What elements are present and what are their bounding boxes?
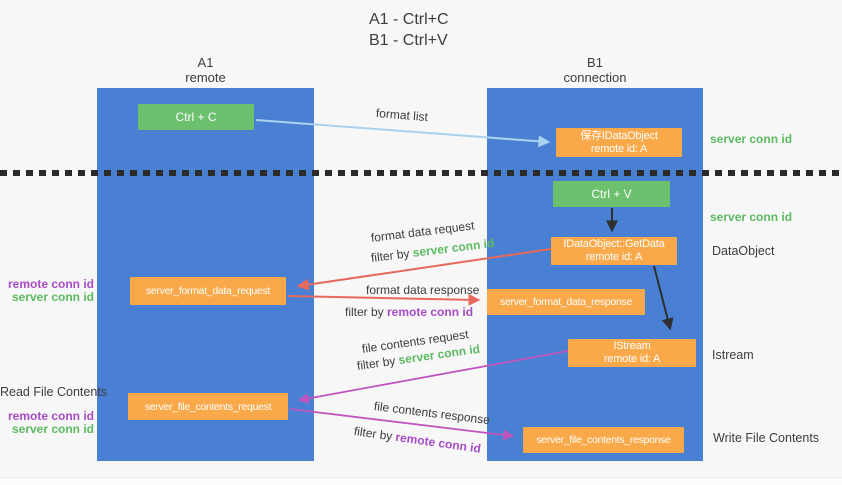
server-file-contents-request-node: server_file_contents_request bbox=[128, 393, 288, 420]
file-contents-request-arrow bbox=[297, 350, 569, 404]
idataobject-getdata-node: IDataObject::GetData remote id: A bbox=[551, 237, 677, 265]
format-response-filter-label: filter by remote conn id bbox=[345, 305, 473, 319]
remote-conn-id-annotation-2: remote conn id bbox=[7, 409, 94, 423]
filter-remote-conn-id-1: remote conn id bbox=[387, 305, 474, 319]
column-header-b1: B1 connection bbox=[487, 55, 703, 85]
format-list-arrow bbox=[255, 119, 551, 148]
title-line-1: A1 - Ctrl+C bbox=[369, 11, 449, 28]
column-header-a1: A1 remote bbox=[97, 55, 314, 85]
diagram-title: A1 - Ctrl+C B1 - Ctrl+V bbox=[369, 9, 449, 51]
save-idataobject-line1: 保存IDataObject bbox=[580, 129, 658, 142]
column-b1-subtitle: connection bbox=[563, 70, 627, 85]
getdata-line2: remote id: A bbox=[585, 251, 643, 263]
column-b1-name: B1 bbox=[587, 55, 603, 70]
save-idataobject-line2: remote id: A bbox=[590, 142, 648, 155]
server-conn-id-annotation-top: server conn id bbox=[710, 132, 793, 146]
column-a1-name: A1 bbox=[197, 55, 214, 70]
remote-conn-id-annotation-1: remote conn id bbox=[7, 277, 94, 291]
format-request-conn-ids: remote conn id server conn id bbox=[0, 278, 94, 304]
file-request-annotations: Read File Contents remote conn id server… bbox=[0, 385, 108, 436]
server-file-contents-request-label: server_file_contents_request bbox=[144, 400, 272, 413]
format-data-request-arrow bbox=[296, 248, 552, 291]
save-idataobject-node: 保存IDataObject remote id: A bbox=[556, 128, 682, 157]
server-format-data-response-label: server_format_data_response bbox=[500, 296, 632, 308]
server-format-data-request-node: server_format_data_request bbox=[130, 277, 286, 305]
ctrl-c-label: Ctrl + C bbox=[175, 110, 217, 124]
filter-by-text-2: filter by bbox=[345, 305, 388, 319]
server-file-contents-response-node: server_file_contents_response bbox=[523, 427, 684, 453]
getdata-line1: IDataObject::GetData bbox=[563, 238, 665, 250]
bottom-separator-line bbox=[0, 477, 842, 478]
server-conn-id-annotation-left-2: server conn id bbox=[11, 422, 94, 436]
server-file-contents-response-label: server_file_contents_response bbox=[536, 434, 671, 446]
istream-line2: remote id: A bbox=[603, 353, 661, 365]
istream-annotation: Istream bbox=[712, 348, 754, 362]
getdata-to-istream-arrow bbox=[653, 265, 674, 331]
write-file-contents-annotation: Write File Contents bbox=[713, 431, 820, 445]
server-format-data-request-label: server_format_data_request bbox=[145, 285, 271, 297]
session-divider-dashed-line bbox=[0, 170, 842, 176]
format-data-response-arrow bbox=[287, 293, 481, 306]
istream-node: IStream remote id: A bbox=[568, 339, 696, 367]
ctrl-v-node: Ctrl + V bbox=[553, 181, 670, 207]
server-format-data-response-node: server_format_data_response bbox=[487, 289, 645, 315]
ctrl-v-label: Ctrl + V bbox=[591, 187, 632, 201]
file-contents-response-arrow bbox=[289, 408, 515, 441]
title-line-2: B1 - Ctrl+V bbox=[369, 32, 448, 49]
server-conn-id-annotation-mid: server conn id bbox=[710, 210, 793, 224]
istream-line1: IStream bbox=[613, 340, 651, 352]
dataobject-annotation: DataObject bbox=[712, 244, 775, 258]
ctrl-c-node: Ctrl + C bbox=[138, 104, 254, 130]
read-file-contents-annotation: Read File Contents bbox=[0, 385, 108, 399]
column-a1-subtitle: remote bbox=[185, 70, 226, 85]
bottom-strip bbox=[0, 478, 842, 485]
format-data-response-arrow-label: format data response bbox=[366, 283, 480, 297]
server-conn-id-annotation-left-1: server conn id bbox=[11, 290, 94, 304]
